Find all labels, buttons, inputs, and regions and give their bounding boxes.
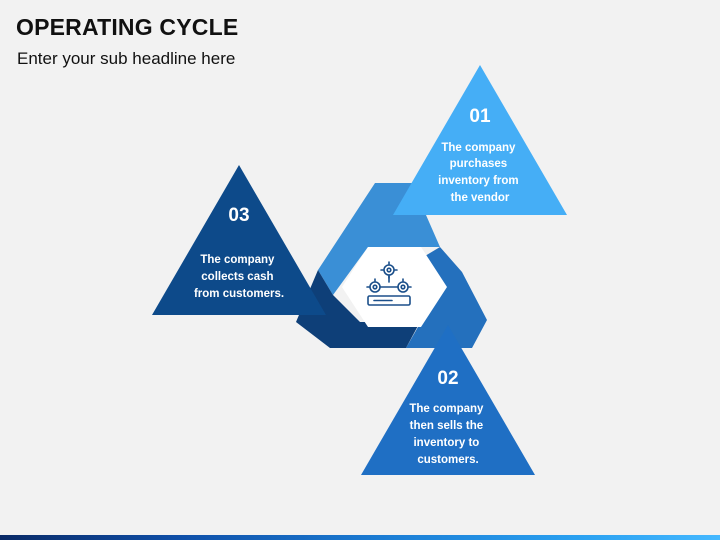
- step-02-line-2: then sells the: [410, 420, 484, 432]
- ring-segment-left: [296, 270, 420, 348]
- step-01-triangle: [393, 65, 567, 215]
- step-02-line-1: The company: [409, 403, 484, 415]
- step-01-number: 01: [469, 106, 491, 127]
- step-02-number: 02: [437, 368, 458, 389]
- step-03-number: 03: [228, 205, 249, 226]
- step-01-line-1: The company: [441, 142, 516, 154]
- page-subtitle: Enter your sub headline here: [17, 49, 236, 68]
- step-01: 01 The company purchases inventory from …: [393, 65, 567, 215]
- step-02-triangle: [361, 325, 535, 475]
- gear-process-icon: [366, 261, 412, 306]
- step-01-line-4: the vendor: [451, 192, 510, 204]
- step-03-description: The company collects cash from customers…: [194, 254, 284, 300]
- step-01-description: The company purchases inventory from the…: [438, 142, 522, 204]
- page-title: OPERATING CYCLE: [16, 14, 239, 40]
- step-03-line-2: collects cash: [201, 271, 273, 283]
- step-02: 02 The company then sells the inventory …: [361, 325, 535, 475]
- step-03-line-3: from customers.: [194, 288, 284, 300]
- step-03-triangle: [152, 165, 326, 315]
- step-03-line-1: The company: [200, 254, 275, 266]
- step-02-line-3: inventory to: [413, 437, 479, 449]
- step-03: 03 The company collects cash from custom…: [152, 165, 326, 315]
- bottom-accent-bar: [0, 535, 720, 540]
- step-02-line-4: customers.: [417, 454, 478, 466]
- step-02-description: The company then sells the inventory to …: [409, 403, 486, 466]
- step-01-line-2: purchases: [450, 158, 508, 170]
- step-01-line-3: inventory from: [438, 175, 519, 187]
